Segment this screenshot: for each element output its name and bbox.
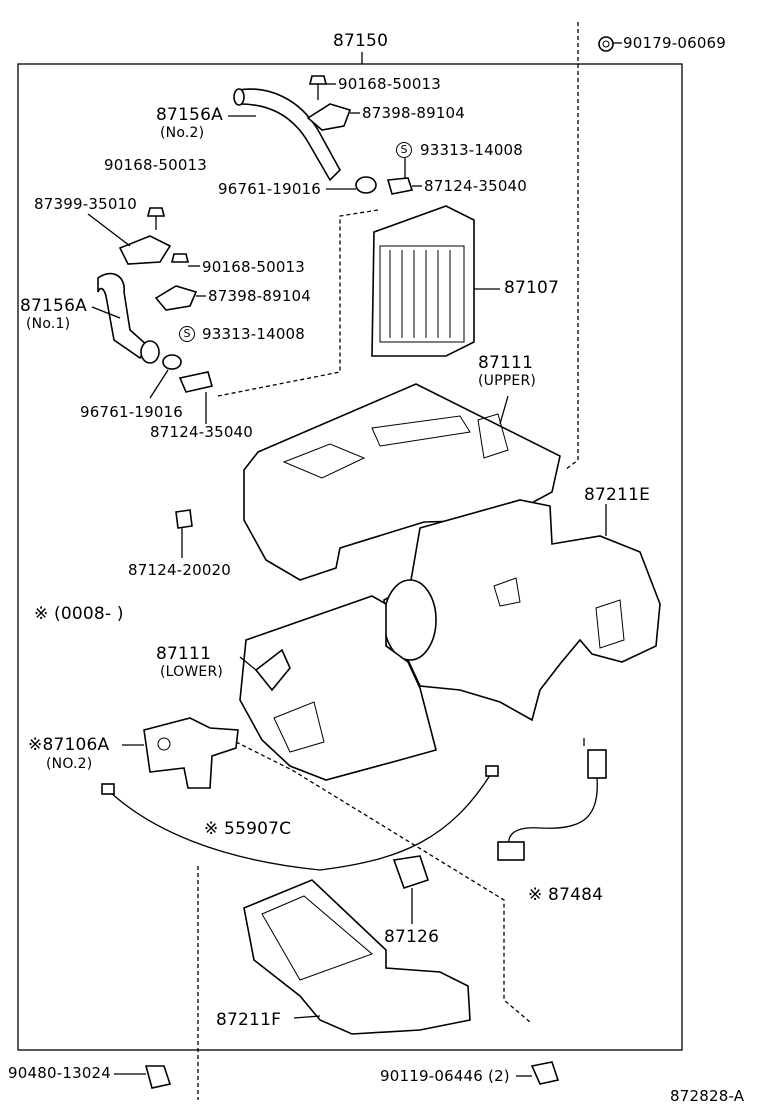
- hose-no2-part: [228, 88, 341, 182]
- label-clip-1: 87124-35040: [424, 177, 528, 195]
- servo-part: [122, 717, 531, 1023]
- label-s-ring-1: 93313-14008: [420, 141, 524, 159]
- label-hose-no2: 87156A: [156, 105, 223, 125]
- hose-no1-part: [91, 272, 160, 364]
- label-oring-2: 96761-19016: [80, 403, 184, 421]
- bolt-bottom-part: [516, 1061, 560, 1085]
- bolt-bottom-left-part: [114, 1065, 172, 1089]
- screw-3-part: [170, 253, 200, 267]
- bracket-part: [87, 213, 172, 265]
- label-servo: ※87106A: [28, 735, 110, 755]
- label-drawing-no: 872828-A: [670, 1087, 745, 1105]
- clamp-1-part: [306, 103, 360, 131]
- label-bolt-top-right: 90179-06069: [623, 34, 727, 52]
- label-upper-case: 87111: [478, 353, 534, 373]
- label-upper-case-sub: (UPPER): [478, 373, 537, 389]
- label-hose-no2-sub: (No.2): [160, 125, 205, 141]
- heater-core-part: [371, 205, 500, 357]
- assembly-frame: [17, 63, 683, 1051]
- duct-f-part: [243, 879, 471, 1035]
- label-heater-core: 87107: [504, 278, 560, 298]
- clip-3-part: [175, 509, 193, 558]
- s-mark-1: S: [396, 142, 412, 158]
- label-clip-3: 87124-20020: [128, 561, 232, 579]
- label-servo-sub: (NO.2): [46, 756, 93, 772]
- label-sensor: ※ 87484: [528, 885, 604, 905]
- wire-part: [101, 765, 499, 1100]
- label-lower-case-sub: (LOWER): [160, 664, 224, 680]
- label-clamp-1: 87398-89104: [362, 104, 466, 122]
- label-bracket: 87399-35010: [34, 195, 138, 213]
- label-duct-e: 87211E: [584, 485, 651, 505]
- label-wire: ※ 55907C: [204, 819, 292, 839]
- label-assembly: 87150: [333, 31, 389, 51]
- label-clamp-2: 87398-89104: [208, 287, 312, 305]
- label-screw-1: 90168-50013: [338, 75, 442, 93]
- upper-case-part: [243, 383, 561, 581]
- label-duct-f: 87211F: [216, 1010, 282, 1030]
- label-hose-no1-sub: (No.1): [26, 316, 71, 332]
- clip-1-part: [386, 158, 422, 195]
- label-hose-no1: 87156A: [20, 296, 87, 316]
- screw-1-part: [308, 75, 336, 100]
- lower-case-part: [239, 595, 437, 781]
- s-mark-2: S: [179, 326, 195, 342]
- label-bolt-bottom: 90119-06446 (2): [380, 1067, 510, 1085]
- label-bolt-bottom-left: 90480-13024: [8, 1064, 112, 1082]
- resistor-part: [392, 855, 430, 924]
- label-clip-2: 87124-35040: [150, 423, 254, 441]
- label-oring-1: 96761-19016: [218, 180, 322, 198]
- duct-e-part: [383, 499, 661, 722]
- oring-2-part: [149, 354, 182, 399]
- bolt-top-right-part: [564, 22, 622, 471]
- label-screw-2: 90168-50013: [104, 156, 208, 174]
- label-s-ring-2: 93313-14008: [202, 325, 306, 343]
- sensor-part: [497, 738, 607, 861]
- clip-2-part: [178, 371, 214, 424]
- clamp-2-part: [154, 285, 206, 311]
- label-lower-case: 87111: [156, 644, 212, 664]
- oring-1-part: [326, 176, 377, 194]
- screw-2-part: [146, 207, 166, 230]
- label-note-range: ※ (0008- ): [34, 604, 124, 624]
- label-resistor: 87126: [384, 927, 440, 947]
- label-screw-3: 90168-50013: [202, 258, 306, 276]
